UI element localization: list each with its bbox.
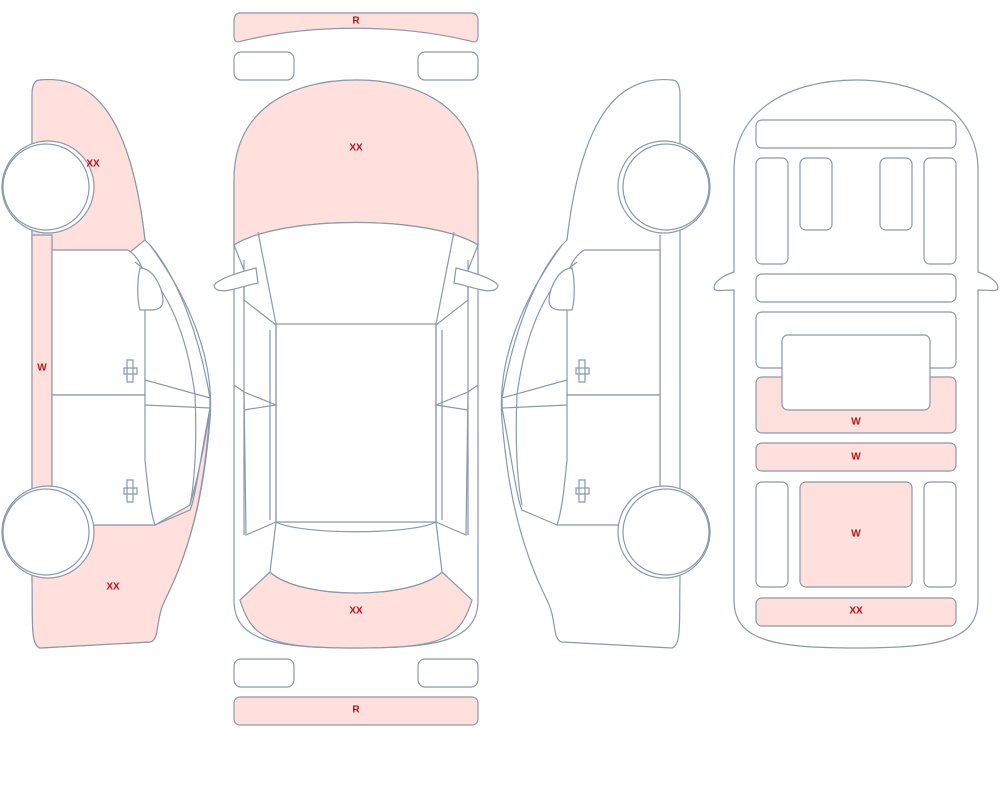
right-taillight-part[interactable] xyxy=(417,658,479,688)
left-mirror[interactable] xyxy=(137,267,164,311)
under-crossmember[interactable] xyxy=(755,273,957,303)
label-left-front-fender: XX xyxy=(86,159,100,170)
front-bumper-part[interactable] xyxy=(233,12,479,43)
label-left-rear-quarter: XX xyxy=(106,582,120,593)
right-pillar-line xyxy=(501,379,568,409)
right-mirror[interactable] xyxy=(548,267,575,311)
underside-view: W W W XX xyxy=(713,79,999,649)
label-rear-bumper: R xyxy=(352,705,360,716)
under-front-panel[interactable] xyxy=(755,119,957,149)
label-left-rocker: W xyxy=(37,363,47,374)
label-under-panel-2: W xyxy=(851,452,861,463)
left-rear-quarter-panel[interactable] xyxy=(31,409,211,649)
hood-part[interactable] xyxy=(233,79,479,247)
left-rocker-panel[interactable] xyxy=(31,234,53,526)
label-under-panel-1: W xyxy=(851,417,861,428)
top-view: R XX XX R xyxy=(213,12,499,726)
left-taillight-part[interactable] xyxy=(233,658,295,688)
left-headlight-part[interactable] xyxy=(233,51,295,81)
left-front-door-handle[interactable] xyxy=(123,359,138,383)
right-headlight-part[interactable] xyxy=(417,51,479,81)
label-under-panel-3: W xyxy=(851,529,861,540)
top-left-door-line xyxy=(243,260,279,535)
right-side-view xyxy=(500,78,711,649)
left-side-view: XX W XX xyxy=(1,78,212,649)
under-panel-2[interactable] xyxy=(755,442,957,472)
right-rear-wheel-inner xyxy=(622,488,710,576)
top-left-pillar xyxy=(233,231,277,536)
left-front-wheel-inner xyxy=(2,143,90,231)
under-panel-d[interactable] xyxy=(923,157,957,265)
under-panel-c[interactable] xyxy=(879,157,913,231)
roof-part[interactable] xyxy=(275,323,437,523)
top-right-pillar xyxy=(435,231,479,536)
under-panel-3[interactable] xyxy=(799,481,913,588)
top-left-mirror[interactable] xyxy=(213,267,259,292)
left-pillar-line xyxy=(144,379,211,409)
under-panel-b[interactable] xyxy=(799,157,833,231)
rear-bumper-part[interactable] xyxy=(233,696,479,726)
label-hood: XX xyxy=(349,143,363,154)
under-panel-g[interactable] xyxy=(923,481,957,588)
top-right-door-line xyxy=(433,260,469,535)
under-rear-panel[interactable] xyxy=(755,597,957,627)
right-front-wheel-inner xyxy=(622,143,710,231)
windshield-part[interactable] xyxy=(233,221,479,326)
under-panel-f[interactable] xyxy=(755,481,789,588)
label-under-rear: XX xyxy=(849,606,863,617)
under-panel-a[interactable] xyxy=(755,157,789,265)
right-front-door-handle[interactable] xyxy=(575,359,590,383)
top-right-mirror[interactable] xyxy=(453,267,499,292)
rear-window-part[interactable] xyxy=(269,521,443,594)
left-rear-door-handle[interactable] xyxy=(123,479,138,503)
right-rear-door-handle[interactable] xyxy=(575,479,590,503)
label-front-bumper: R xyxy=(352,16,360,27)
left-rear-wheel-inner xyxy=(2,488,90,576)
label-rear-deck: XX xyxy=(349,606,363,617)
under-center-box[interactable] xyxy=(781,334,931,411)
